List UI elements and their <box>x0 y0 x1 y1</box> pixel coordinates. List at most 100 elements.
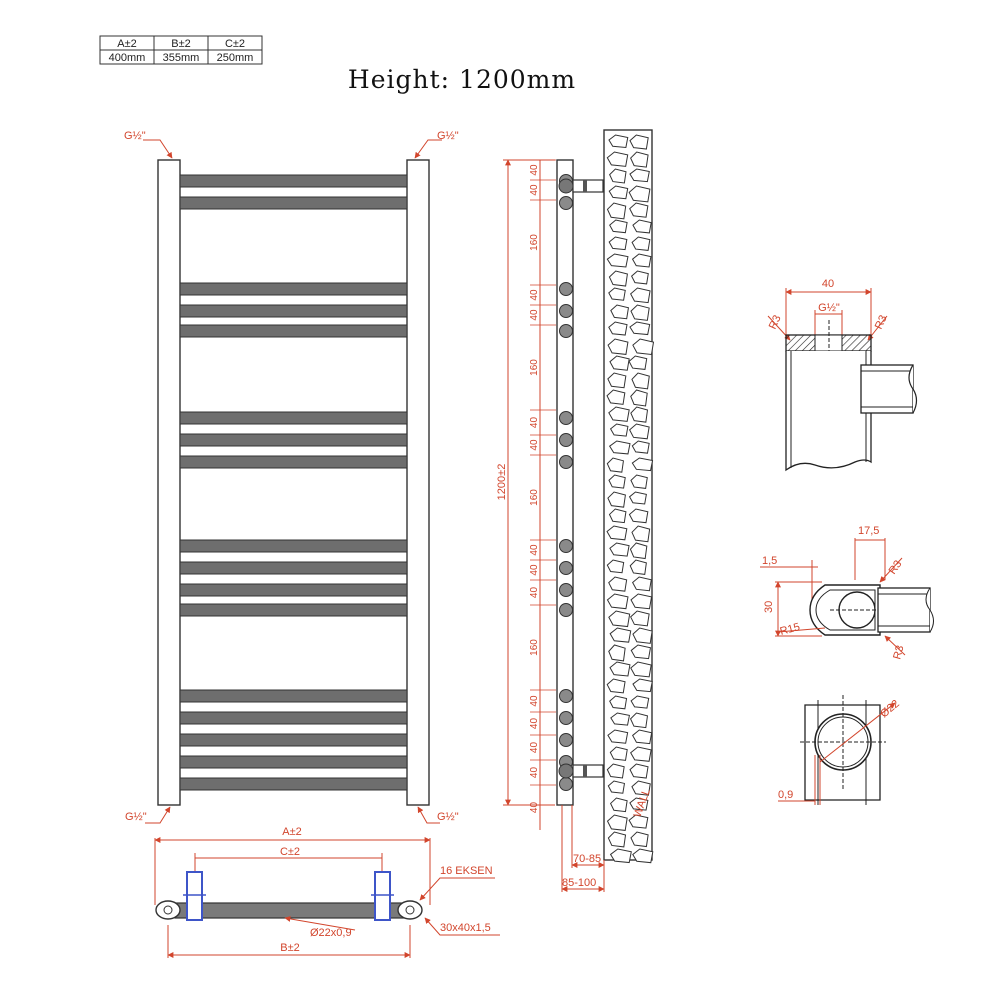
wall-stone <box>609 627 632 643</box>
wall-stone <box>607 729 629 744</box>
bar-size-label: Ø22x0,9 <box>310 927 352 939</box>
detail-width-label: 40 <box>822 278 834 290</box>
towel-bar <box>179 174 408 188</box>
wall-stone <box>606 151 629 167</box>
spacing-label: 40 <box>529 417 540 429</box>
top-bar <box>174 902 408 919</box>
wall-stone <box>609 355 630 371</box>
towel-bar <box>179 196 408 210</box>
rail-profile-label: 30x40x1,5 <box>440 922 491 934</box>
detail-diameter-label: Ø22 <box>878 698 902 721</box>
front-view: G½" G½" G½" G½" <box>124 130 459 824</box>
spec-header-c: C±2 <box>225 38 245 50</box>
towel-bar <box>179 304 408 318</box>
wall-stone <box>606 202 627 220</box>
axis-label: 16 EKSEN <box>440 865 493 877</box>
spacing-label: 40 <box>529 695 540 707</box>
bar-end <box>559 777 573 791</box>
spec-value-b: 355mm <box>163 52 200 64</box>
wall-stone <box>608 576 628 592</box>
left-rail <box>157 159 181 806</box>
wall-stone <box>631 525 651 543</box>
wall-stone <box>628 423 650 440</box>
wall-stone <box>628 185 651 203</box>
towel-bar <box>179 539 408 553</box>
wall-stone <box>608 236 628 251</box>
wall-stones <box>606 134 655 864</box>
wall-stone <box>629 559 647 575</box>
wall-stone <box>631 729 653 745</box>
towel-bar <box>179 733 408 747</box>
detail-bar-section: Ø22 0,9 <box>778 695 902 805</box>
wall-stone <box>609 695 628 710</box>
top-view-centers-c: C±2 <box>280 846 300 858</box>
spacing-label: 40 <box>529 289 540 301</box>
wall-stone <box>607 372 627 389</box>
wall-stone <box>630 406 649 423</box>
wall-stone <box>632 627 653 644</box>
spec-value-a: 400mm <box>109 52 146 64</box>
wall-stone <box>630 287 651 304</box>
wall-stone <box>608 134 629 149</box>
gap-wall-label: 70-85 <box>573 853 601 865</box>
towel-bar <box>179 324 408 338</box>
wall-stone <box>630 610 650 627</box>
towel-bars <box>179 174 408 791</box>
wall-stone <box>610 712 630 726</box>
wall-stone <box>630 661 652 678</box>
wall-stone <box>629 797 649 811</box>
spacing-label: 160 <box>529 234 540 251</box>
wall-stone <box>631 440 650 454</box>
inlet-bottom-left-label: G½" <box>125 811 147 823</box>
wall-stone <box>608 440 631 455</box>
spacing-label: 40 <box>529 718 540 730</box>
top-view: A±2 C±2 B±2 16 EKSEN Ø22x0,9 30x40x1,5 <box>154 826 500 958</box>
detail-offset-label: 17,5 <box>858 525 879 537</box>
towel-bar <box>179 561 408 575</box>
wall-stone <box>632 848 654 864</box>
wall-stone <box>606 559 625 574</box>
towel-bar <box>179 455 408 469</box>
wall-stone <box>609 746 628 761</box>
detail-radius-right: R3 <box>873 313 890 331</box>
wall-stone <box>629 168 650 183</box>
spec-table: A±2 B±2 C±2 400mm 355mm 250mm <box>99 35 263 65</box>
spacing-label: 40 <box>529 309 540 321</box>
wall-bracket-top <box>558 178 604 194</box>
wall-stone <box>606 525 628 541</box>
wall-stone <box>630 593 653 610</box>
wall-stone <box>630 304 650 321</box>
detail-section-wall-label: 0,9 <box>778 789 793 801</box>
wall-stone <box>628 355 648 370</box>
wall-stone <box>631 780 651 796</box>
wall-stone <box>630 389 648 407</box>
wall-stone <box>606 678 626 694</box>
towel-bar <box>179 777 408 791</box>
spacing-label: 160 <box>529 489 540 506</box>
spacing-label: 40 <box>529 767 540 779</box>
wall-bracket-bottom <box>558 763 604 779</box>
wall-stone <box>628 508 649 524</box>
wall-stone <box>606 814 628 831</box>
wall-stone <box>608 474 626 489</box>
bar-end <box>559 282 573 296</box>
gap-total-label: 85-100 <box>562 877 596 889</box>
wall-stone <box>609 797 628 813</box>
wall-stone <box>608 270 628 287</box>
spacing-label: 160 <box>529 639 540 656</box>
towel-bar <box>179 689 408 703</box>
wall-stone <box>630 644 652 660</box>
spec-value-c: 250mm <box>217 52 254 64</box>
bar-end <box>559 411 573 425</box>
bar-end <box>559 583 573 597</box>
wall-stone <box>630 831 649 848</box>
bar-end <box>559 433 573 447</box>
bar-end <box>559 304 573 318</box>
wall-stone <box>610 304 630 320</box>
spec-header-a: A±2 <box>117 38 137 50</box>
wall-stone <box>608 610 631 628</box>
wall-stone <box>632 219 652 234</box>
wall-stone <box>606 593 629 610</box>
detail-radius-small-bottom: R3 <box>891 644 906 661</box>
